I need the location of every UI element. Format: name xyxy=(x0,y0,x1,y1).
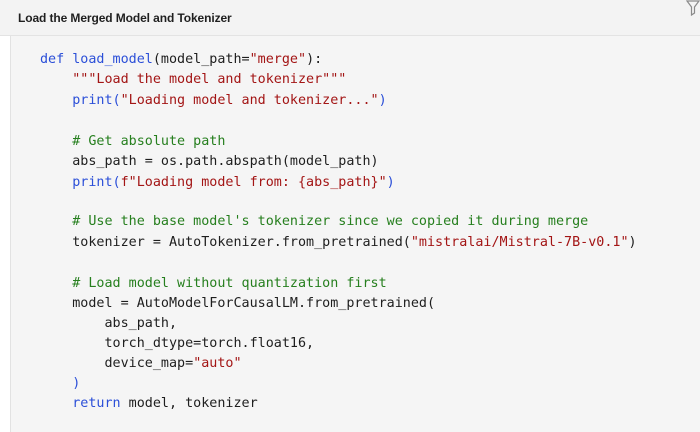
code-token xyxy=(40,134,72,149)
code-token: ) xyxy=(72,376,81,391)
code-token: def xyxy=(40,52,65,67)
code-token xyxy=(40,296,72,311)
code-line: print(f"Loading model from: {abs_path}") xyxy=(40,173,395,193)
code-token xyxy=(40,276,72,291)
code-token: "merge" xyxy=(249,52,307,67)
code-token: ): xyxy=(306,52,323,67)
code-token: # Get absolute path xyxy=(72,134,226,149)
code-token: ) xyxy=(386,175,395,190)
code-token: model = AutoModelForCausalLM.from_pretra… xyxy=(72,296,436,311)
filter-icon[interactable] xyxy=(686,0,700,16)
code-token: f"Loading model from: {abs_path}" xyxy=(120,175,387,190)
code-token xyxy=(40,214,72,229)
code-line: """Load the model and tokenizer""" xyxy=(40,70,346,90)
code-block[interactable]: def load_model(model_path="merge"): """L… xyxy=(10,36,700,432)
code-token: ) xyxy=(378,93,387,108)
code-line: # Load model without quantization first xyxy=(40,274,387,294)
code-line: torch_dtype=torch.float16, xyxy=(40,334,315,354)
code-line: print("Loading model and tokenizer...") xyxy=(40,91,387,111)
code-token: ) xyxy=(628,235,637,250)
code-token xyxy=(40,154,72,169)
code-line: ) xyxy=(40,374,80,394)
code-token xyxy=(40,175,72,190)
code-token xyxy=(40,72,72,87)
code-line: # Get absolute path xyxy=(40,132,225,152)
code-token: model, tokenizer xyxy=(120,396,258,411)
code-line: # Use the base model's tokenizer since w… xyxy=(40,212,588,232)
code-token: torch_dtype=torch.float16, xyxy=(104,336,315,351)
code-token xyxy=(40,396,72,411)
code-line: device_map="auto" xyxy=(40,354,242,374)
code-token: return xyxy=(72,396,121,411)
code-token: load_model xyxy=(72,52,153,67)
code-line: return model, tokenizer xyxy=(40,394,258,414)
code-token: (model_path= xyxy=(152,52,250,67)
code-token: # Use the base model's tokenizer since w… xyxy=(72,214,589,229)
code-token: "auto" xyxy=(193,356,242,371)
code-token: device_map= xyxy=(104,356,194,371)
code-line: def load_model(model_path="merge"): xyxy=(40,50,322,70)
code-token xyxy=(40,376,72,391)
code-token xyxy=(40,356,105,371)
code-token: # Load model without quantization first xyxy=(72,276,387,291)
code-token: print( xyxy=(72,175,121,190)
code-token: abs_path = os.path.abspath(model_path) xyxy=(72,154,379,169)
code-line: abs_path = os.path.abspath(model_path) xyxy=(40,152,379,172)
cell-header: Load the Merged Model and Tokenizer xyxy=(0,0,700,36)
code-token xyxy=(40,336,105,351)
code-token xyxy=(40,235,72,250)
code-token: "Loading model and tokenizer..." xyxy=(120,93,379,108)
code-token xyxy=(40,316,105,331)
code-token xyxy=(40,93,72,108)
cell-title: Load the Merged Model and Tokenizer xyxy=(18,11,232,25)
code-token: abs_path, xyxy=(104,316,178,331)
code-token: print( xyxy=(72,93,121,108)
code-token: tokenizer = AutoTokenizer.from_pretraine… xyxy=(72,235,411,250)
code-line: abs_path, xyxy=(40,314,178,334)
code-token: """Load the model and tokenizer""" xyxy=(72,72,347,87)
code-line: tokenizer = AutoTokenizer.from_pretraine… xyxy=(40,233,637,253)
code-token: "mistralai/Mistral-7B-v0.1" xyxy=(410,235,629,250)
code-line: model = AutoModelForCausalLM.from_pretra… xyxy=(40,294,435,314)
